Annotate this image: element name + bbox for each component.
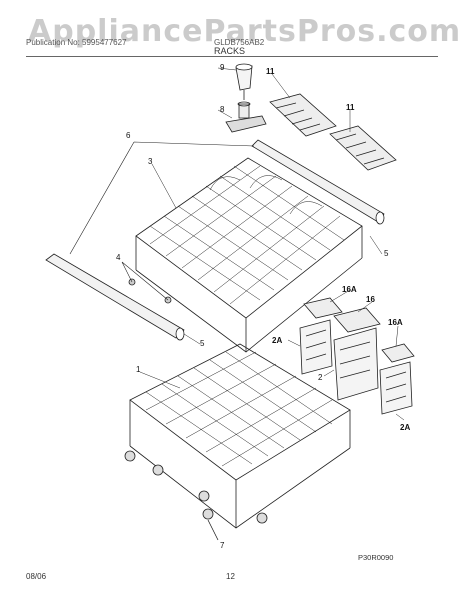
- callout-16: 16: [366, 295, 375, 304]
- callout-7: 7: [220, 541, 225, 550]
- callout-1: 1: [136, 365, 141, 374]
- callout-2a-left: 2A: [272, 336, 282, 345]
- callout-4: 4: [116, 253, 121, 262]
- callout-2a-right: 2A: [400, 423, 410, 432]
- part-1-lower-rack: [124, 343, 351, 529]
- part-8-manifold: [225, 101, 267, 133]
- callout-16a-right: 16A: [388, 318, 403, 327]
- callout-9: 9: [220, 63, 225, 72]
- diagram-code: P30R0090: [358, 553, 394, 562]
- callout-3: 3: [148, 157, 153, 166]
- footer-page-number: 12: [226, 572, 235, 581]
- part-16a-cover-right: [381, 343, 415, 363]
- publication-header: Publication No: 5995477627 GLDB756AB2: [26, 38, 438, 47]
- callout-2: 2: [318, 373, 323, 382]
- footer-date: 08/06: [26, 572, 47, 581]
- callout-8: 8: [220, 105, 225, 114]
- part-7-wheel-assembly: [202, 508, 219, 541]
- callout-11-right: 11: [346, 103, 355, 112]
- part-16a-cover-left: [303, 297, 343, 319]
- part-4-rollers: [121, 261, 172, 304]
- model-number: GLDB756AB2: [214, 38, 265, 47]
- callout-6: 6: [126, 131, 131, 140]
- watermark: AppliancePartsPros.com: [28, 14, 462, 49]
- part-2a-basket-left: [299, 319, 333, 375]
- part-2-basket-center: [333, 327, 379, 401]
- part-2a-basket-right: [379, 361, 413, 415]
- part-6-rail-lower: [45, 253, 185, 341]
- header-rule: [26, 56, 438, 57]
- part-3-upper-rack: [135, 157, 363, 353]
- part-16-cover-center: [333, 307, 381, 333]
- part-6-rail-upper: [251, 139, 385, 225]
- section-title: RACKS: [214, 46, 246, 56]
- callout-5-lower: 5: [200, 339, 205, 348]
- callout-16a-left: 16A: [342, 285, 357, 294]
- part-9-nozzle: [235, 63, 253, 100]
- part-11-tray-left: [269, 93, 337, 137]
- callout-5-upper: 5: [384, 249, 389, 258]
- callout-11-left: 11: [266, 67, 275, 76]
- publication-number: Publication No: 5995477627: [26, 38, 127, 47]
- part-11-tray-right: [329, 125, 397, 171]
